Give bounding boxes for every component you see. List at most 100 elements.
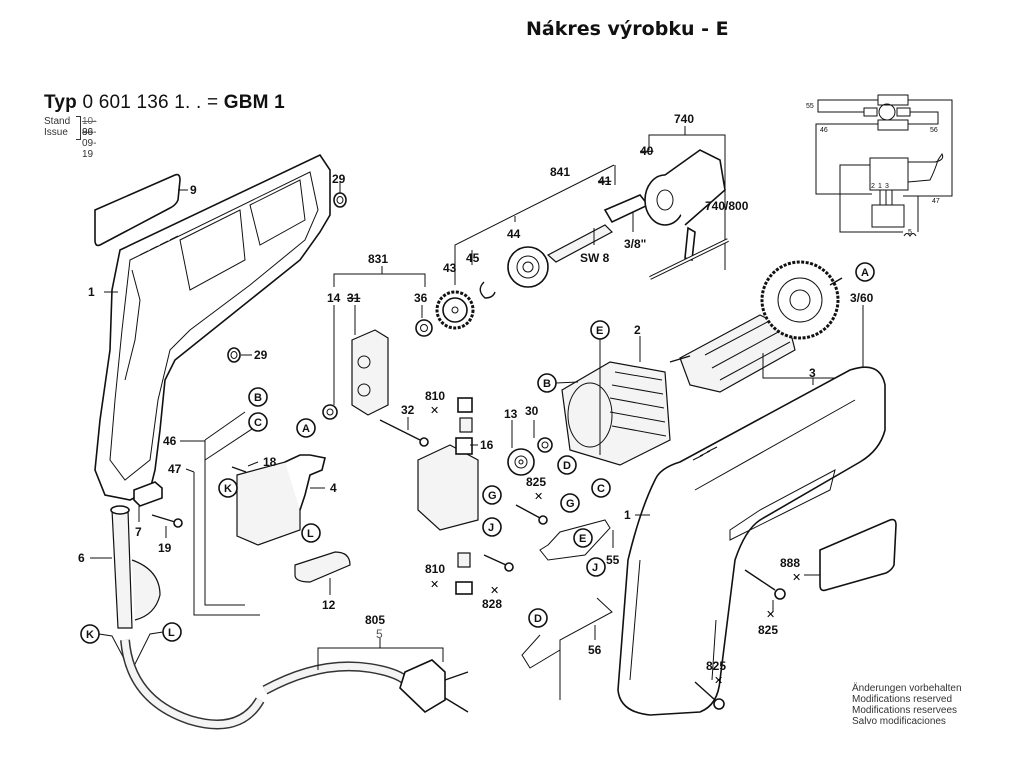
svg-text:✕: ✕: [766, 609, 775, 621]
wire-55: [539, 519, 611, 561]
connector-label-D-stator: D: [563, 460, 571, 472]
part-label-740: 740: [674, 112, 694, 126]
connector-label-K-cord: K: [86, 629, 94, 641]
part-label-828: 828: [482, 597, 502, 611]
type-equals: =: [206, 92, 219, 113]
schematic-label: 5: [908, 229, 912, 236]
part-label-19: 19: [158, 541, 172, 555]
connector-A-left: [296, 418, 316, 438]
part-label-5: 5: [376, 627, 383, 641]
revision-block: Stand Issue 10-89 96-09-19: [44, 116, 96, 160]
washer-29-mid: [227, 347, 241, 363]
washer-29-top: [333, 192, 347, 208]
connector-label-E-stator: E: [596, 325, 603, 337]
notice-line: Änderungen vorbehalten: [852, 683, 962, 694]
cable-clamp-7: [133, 481, 163, 507]
connector-J-brush: [482, 517, 502, 537]
stand-label: Stand: [44, 116, 71, 127]
bushing-30: [537, 437, 553, 453]
connector-G-brush: [482, 485, 502, 505]
part-label-32: 32: [401, 403, 415, 417]
modifications-notice: Änderungen vorbehalten Modifications res…: [852, 683, 962, 727]
issue-value: 96-09-19: [82, 127, 97, 160]
part-label-31: 31: [347, 291, 361, 305]
connector-label-A-left: A: [302, 423, 310, 435]
connector-label-C-stator: C: [597, 483, 605, 495]
connector-G-wire: [560, 493, 580, 513]
schematic-wire-b: [903, 195, 919, 232]
connector-label-G-wire: G: [566, 498, 575, 510]
part-label-30: 30: [525, 404, 539, 418]
spindle: [546, 224, 613, 263]
part-label-6: 6: [78, 551, 85, 565]
plug: [399, 659, 446, 714]
part-label-40: 40: [640, 144, 654, 158]
svg-text:✕: ✕: [792, 572, 801, 584]
page-title: Nákres výrobku - E: [526, 18, 729, 40]
revision-brace: [76, 116, 81, 140]
type-number: 0 601 136 1. .: [82, 92, 202, 113]
connector-A-armature: [855, 262, 875, 282]
schematic-motor: [878, 103, 896, 121]
brush-810-top: [457, 397, 473, 413]
schematic-capacitor: [871, 204, 905, 228]
name-plate-9: [94, 173, 181, 247]
connector-C-stator: [591, 478, 611, 498]
part-label-825-bottom: 825: [706, 659, 726, 673]
bearing-13: [507, 448, 535, 476]
schematic-wire-55: [817, 99, 878, 113]
bearing-block: [351, 329, 389, 416]
part-label-1-right: 1: [624, 508, 631, 522]
part-label-3: 3: [809, 366, 816, 380]
screw-825-bottom: [694, 681, 716, 701]
connector-label-A-armature: A: [861, 267, 869, 279]
svg-text:✕: ✕: [430, 405, 439, 417]
armature-3: [679, 314, 796, 393]
plug-pin-1: [444, 671, 469, 681]
connector-J-wire: [586, 557, 606, 577]
part-label-805: 805: [365, 613, 385, 627]
bushing-36: [415, 319, 433, 337]
model-name: GBM 1: [223, 92, 285, 113]
chuck-body: [664, 149, 726, 226]
schematic-wire-47: [908, 99, 953, 197]
part-label-888: 888: [780, 556, 800, 570]
screw-18: [231, 466, 247, 473]
wire-46: [204, 440, 245, 606]
connector-B-left: [248, 387, 268, 407]
svg-text:✕: ✕: [490, 585, 499, 597]
part-label-12: 12: [322, 598, 336, 612]
part-label-18: 18: [263, 455, 277, 469]
part-label-1-left: 1: [88, 285, 95, 299]
part-label-810-bottom: 810: [425, 562, 445, 576]
capacitor-12: [294, 551, 351, 583]
connector-label-D-wire: D: [534, 613, 542, 625]
screw-825-center: [515, 504, 541, 519]
spindle-thread: [603, 194, 650, 224]
schematic-label: 3: [885, 183, 889, 190]
part-label-29-mid: 29: [254, 348, 268, 362]
screw-32: [379, 419, 421, 441]
part-label-14: 14: [327, 291, 341, 305]
connector-label-L-switch: L: [307, 528, 314, 540]
label-plate-888: [819, 518, 897, 592]
schematic-label: 2: [871, 183, 875, 190]
schematic-label: 55: [806, 103, 814, 110]
part-label-7: 7: [135, 525, 142, 539]
connector-L-switch: [301, 523, 321, 543]
part-label-740-800: 740/800: [705, 199, 749, 213]
plug-pin-2: [444, 697, 469, 713]
schematic-trigger: [907, 153, 944, 183]
schematic-brush-top: [877, 94, 909, 106]
schematic-brush-bottom: [877, 119, 909, 131]
part-label-56: 56: [588, 643, 602, 657]
connector-label-J-brush: J: [488, 522, 494, 534]
part-label-16: 16: [480, 438, 494, 452]
brush-810-bottom: [457, 552, 471, 568]
part-label-13: 13: [504, 407, 518, 421]
part-label-825-center: 825: [526, 475, 546, 489]
connector-D-wire: [528, 608, 548, 628]
svg-text:✕: ✕: [534, 491, 543, 503]
type-designation: Typ 0 601 136 1. . = GBM 1: [44, 92, 285, 114]
screw-825-right: [744, 569, 776, 591]
